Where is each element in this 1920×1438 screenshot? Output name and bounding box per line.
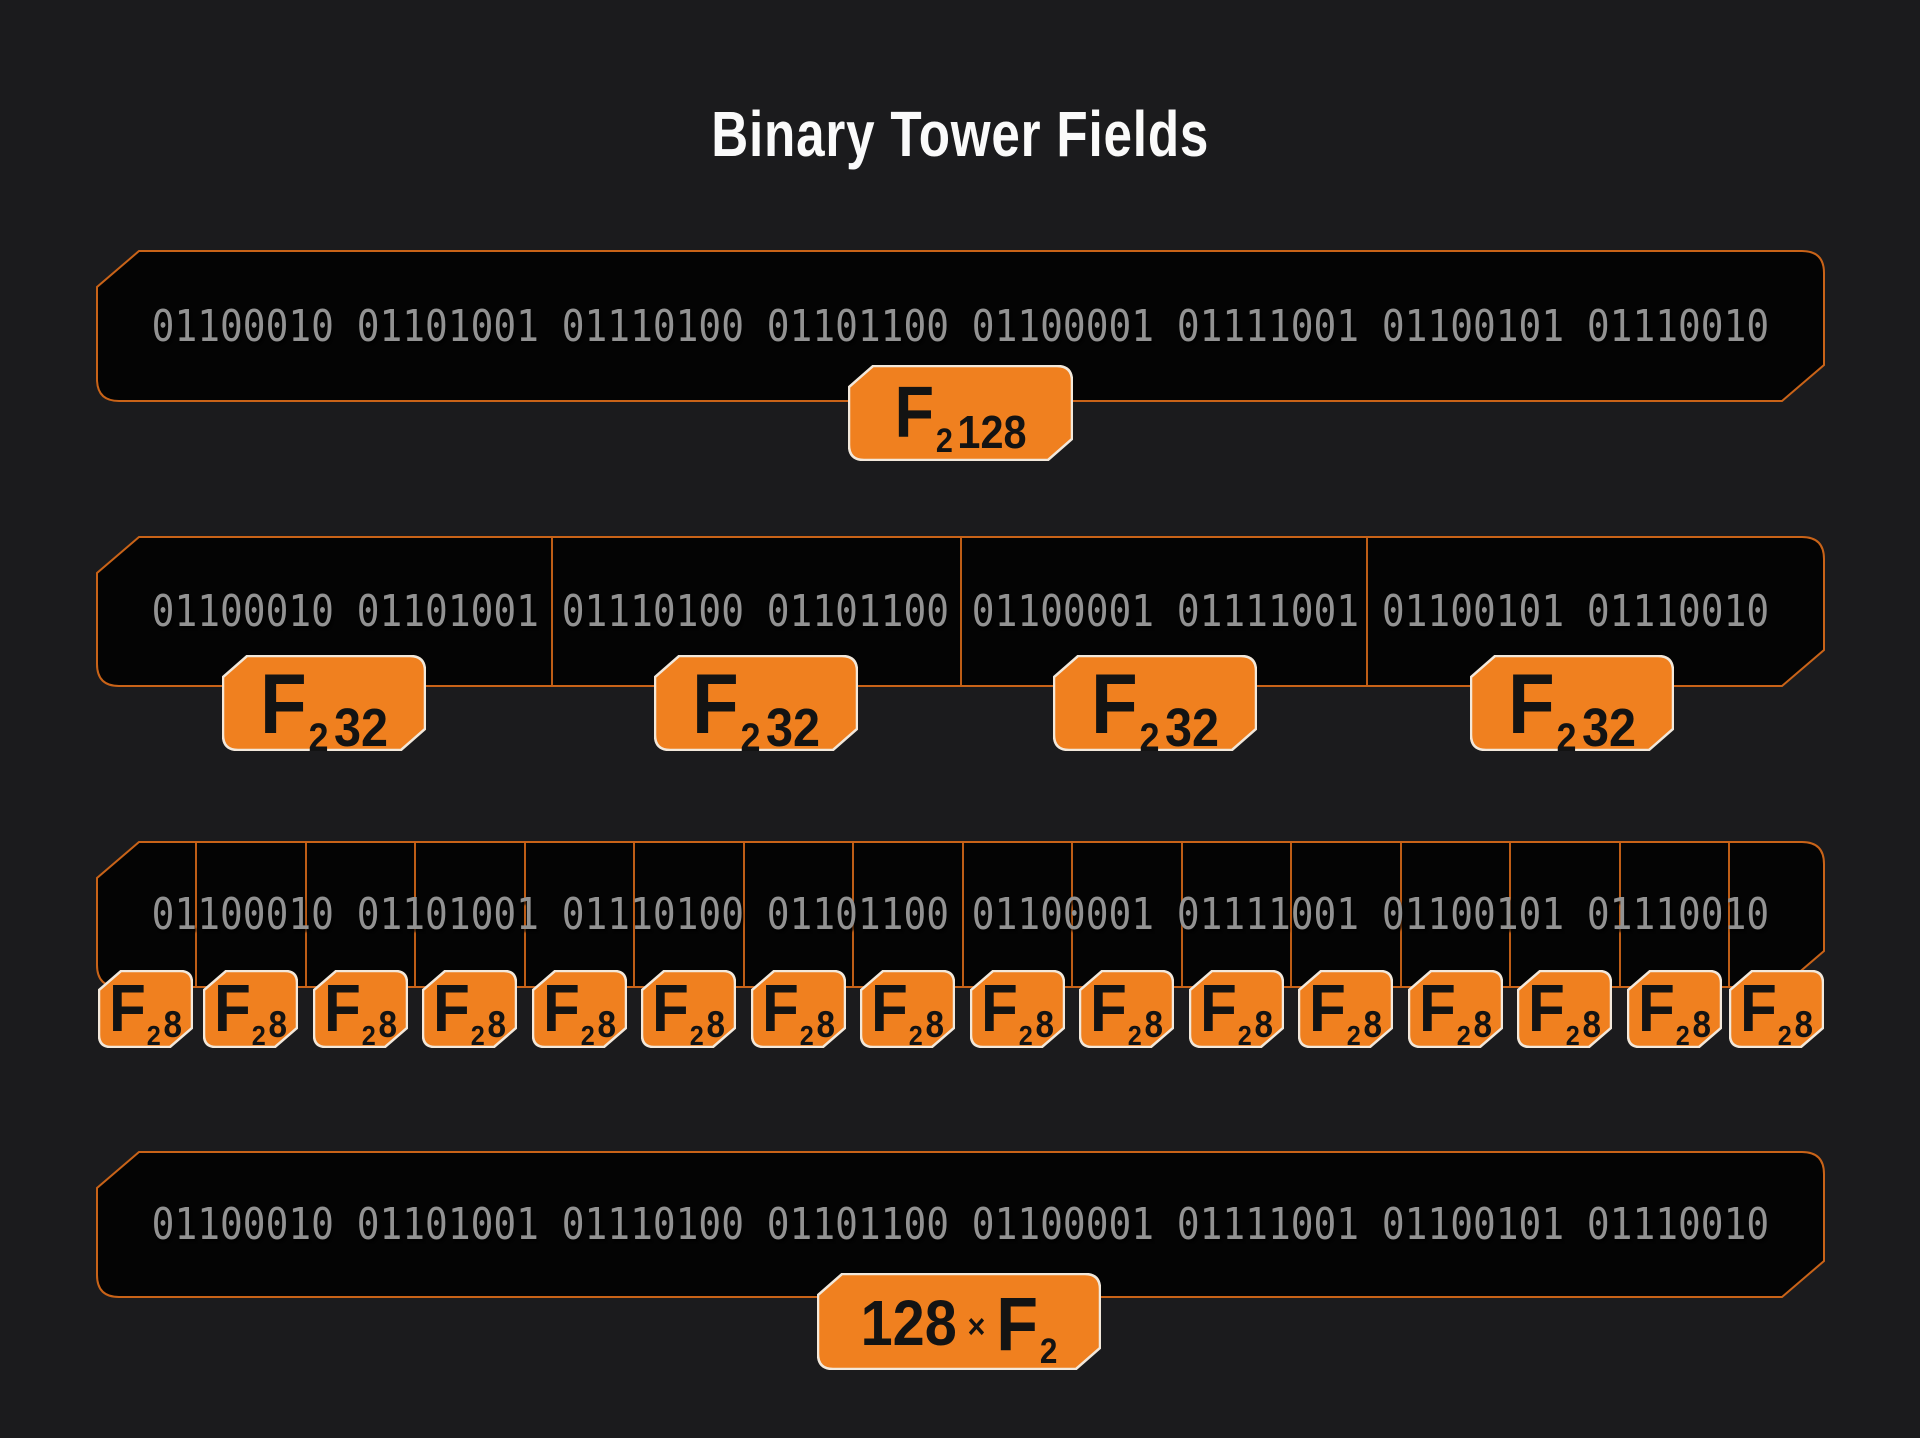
tag-shape <box>222 655 426 751</box>
bits-box-f2-32: 01100010 01101001 01110100 01101100 0110… <box>96 536 1825 687</box>
tag-shape <box>1517 970 1612 1048</box>
binary-string-row1: 01100010 01101001 01110100 01101100 0110… <box>151 300 1770 352</box>
bits-box-f2-128: 01100010 01101001 01110100 01101100 0110… <box>96 250 1825 402</box>
binary-string-row4: 01100010 01101001 01110100 01101100 0110… <box>151 1199 1770 1250</box>
segment-divider <box>633 843 635 986</box>
field-label-f2-8: F28 <box>1079 970 1174 1051</box>
tag-shape <box>1470 655 1674 751</box>
tag-shape <box>848 365 1073 461</box>
field-label-text: F28 <box>871 971 944 1051</box>
segment-divider <box>1728 843 1730 986</box>
binary-string-row3: 01100010 01101001 01110100 01101100 0110… <box>151 889 1770 940</box>
field-label-text: F28 <box>1528 971 1601 1051</box>
bits-box-f2-8: 01100010 01101001 01110100 01101100 0110… <box>96 841 1825 988</box>
field-label-f2-8: F28 <box>860 970 955 1051</box>
tag-shape <box>817 1273 1101 1370</box>
segment-divider <box>1400 843 1402 986</box>
field-label-f2-32: F232 <box>1470 655 1674 760</box>
bits-box-f2: 01100010 01101001 01110100 01101100 0110… <box>96 1151 1825 1298</box>
field-label-text: F2128 <box>894 373 1027 460</box>
tag-shape <box>1408 970 1503 1048</box>
segment-divider <box>1509 843 1511 986</box>
segment-divider <box>195 843 197 986</box>
field-label-text: F28 <box>1740 971 1813 1051</box>
field-label-f2-8: F28 <box>532 970 627 1051</box>
field-label-f2-8: F28 <box>1189 970 1284 1051</box>
field-label-f2-8: F28 <box>751 970 846 1051</box>
field-label-text: F28 <box>1419 971 1492 1051</box>
field-label-f2-32: F232 <box>1053 655 1257 760</box>
page-title: Binary Tower Fields <box>0 100 1920 168</box>
segment-divider <box>743 843 745 986</box>
field-label-f2-8: F28 <box>313 970 408 1051</box>
tag-shape <box>970 970 1065 1048</box>
field-label-text: F28 <box>324 971 397 1051</box>
tag-shape <box>1053 655 1257 751</box>
segment-divider <box>1181 843 1183 986</box>
binary-string-row2: 01100010 01101001 01110100 01101100 0110… <box>151 586 1770 637</box>
field-label-f2-8: F28 <box>1627 970 1722 1051</box>
tag-shape <box>422 970 517 1048</box>
tag-shape <box>860 970 955 1048</box>
field-label-f2-8: F28 <box>422 970 517 1051</box>
segment-divider <box>414 843 416 986</box>
field-label-text: F232 <box>1090 657 1220 760</box>
tag-shape <box>1189 970 1284 1048</box>
page-title-text: Binary Tower Fields <box>711 98 1209 170</box>
field-label-text: 128×F2 <box>831 1273 1087 1371</box>
field-label-text: F28 <box>1309 971 1382 1051</box>
box-frame <box>96 1151 1825 1298</box>
tag-shape <box>1729 970 1824 1048</box>
tag-shape <box>751 970 846 1048</box>
segment-divider <box>1366 538 1368 685</box>
field-label-f2-8: F28 <box>98 970 193 1051</box>
field-label-f2-8: F28 <box>1408 970 1503 1051</box>
field-label-text: F232 <box>1507 657 1637 760</box>
segment-divider <box>852 843 854 986</box>
field-label-f2-8: F28 <box>970 970 1065 1051</box>
tag-shape <box>98 970 193 1048</box>
tag-shape <box>532 970 627 1048</box>
segment-divider <box>962 843 964 986</box>
tag-shape <box>654 655 858 751</box>
field-label-128-f2: 128×F2 <box>817 1273 1101 1371</box>
tag-shape <box>1079 970 1174 1048</box>
field-label-f2-8: F28 <box>203 970 298 1051</box>
field-label-text: F28 <box>433 971 506 1051</box>
box-frame <box>96 250 1825 402</box>
segment-divider <box>1619 843 1621 986</box>
field-label-text: F28 <box>762 971 835 1051</box>
tag-shape <box>203 970 298 1048</box>
field-label-text: F28 <box>109 971 182 1051</box>
tag-shape <box>1627 970 1722 1048</box>
tag-shape <box>641 970 736 1048</box>
field-label-text: F28 <box>543 971 616 1051</box>
field-label-f2-8: F28 <box>1517 970 1612 1051</box>
tag-shape <box>313 970 408 1048</box>
field-label-f2-128: F2128 <box>848 365 1073 461</box>
segment-divider <box>1071 843 1073 986</box>
field-label-f2-8: F28 <box>1729 970 1824 1051</box>
segment-divider <box>305 843 307 986</box>
segment-divider <box>551 538 553 685</box>
field-label-text: F28 <box>981 971 1054 1051</box>
field-label-text: F28 <box>214 971 287 1051</box>
field-label-text: F28 <box>1638 971 1711 1051</box>
segment-divider <box>524 843 526 986</box>
field-label-text: F28 <box>1090 971 1163 1051</box>
field-label-f2-8: F28 <box>641 970 736 1051</box>
segment-divider <box>1290 843 1292 986</box>
tag-shape <box>1298 970 1393 1048</box>
field-label-text: F28 <box>1200 971 1273 1051</box>
field-label-text: F28 <box>652 971 725 1051</box>
multiply-icon: × <box>967 1308 986 1346</box>
segment-divider <box>960 538 962 685</box>
field-label-f2-8: F28 <box>1298 970 1393 1051</box>
